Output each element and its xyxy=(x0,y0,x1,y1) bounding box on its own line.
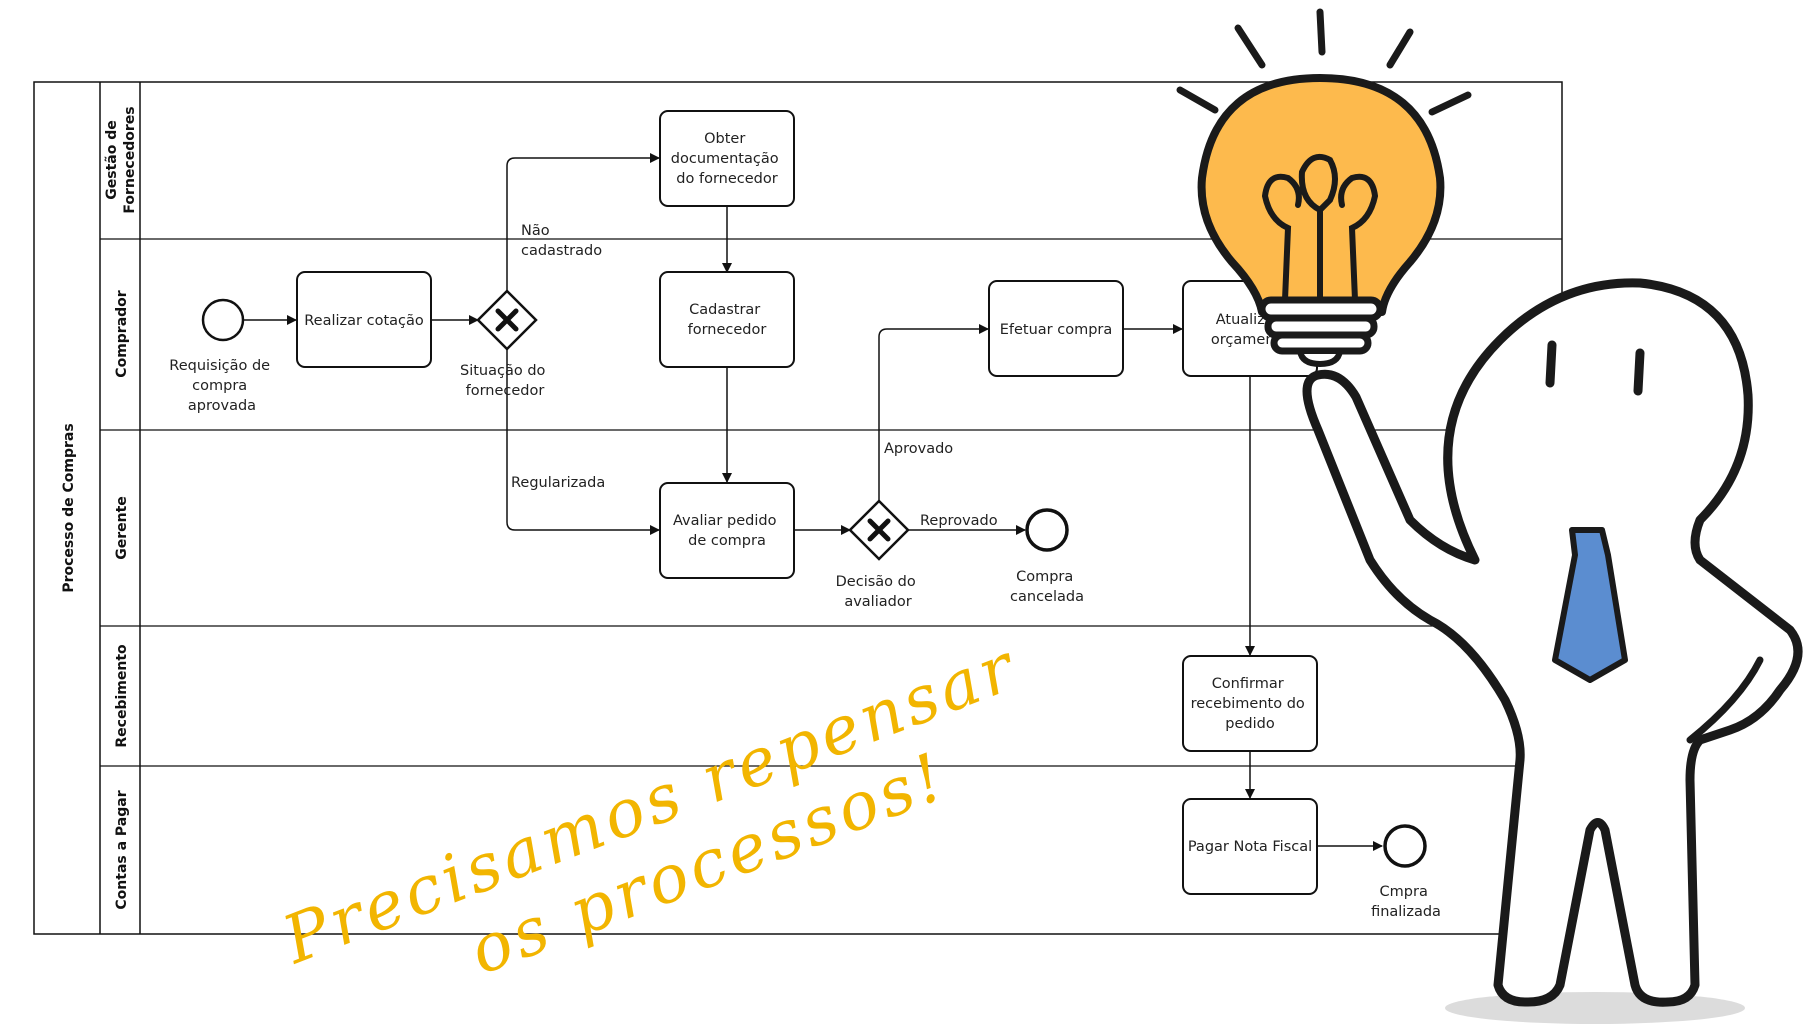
lane-label-comprador: Comprador xyxy=(114,290,130,377)
svg-text:Pagar Nota Fiscal: Pagar Nota Fiscal xyxy=(1188,839,1312,855)
gateway-situacao-label: Situação do fornecedor xyxy=(460,363,550,399)
character-body xyxy=(1302,278,1803,1007)
pool-title: Processo de Compras xyxy=(61,423,77,592)
task-avaliar-pedido[interactable]: Avaliar pedido de compra xyxy=(659,482,795,579)
gateway-decisao-avaliador[interactable] xyxy=(848,499,910,561)
gateway-decisao-label: Decisão do avaliador xyxy=(836,574,921,610)
svg-text:Gestão de: Gestão de xyxy=(104,120,120,199)
svg-text:Avaliar pedido de compra: Avaliar pedido de compra xyxy=(673,513,781,549)
task-confirmar-recebimento[interactable]: Confirmar recebimento do pedido xyxy=(1182,655,1318,752)
character-eye-left xyxy=(1545,340,1557,388)
end-event-cancelada-label: Compra cancelada xyxy=(1010,569,1084,605)
lane-label-gestao-fornecedores: Gestão de Fornecedores xyxy=(104,106,138,213)
sequence-flows xyxy=(242,153,1383,851)
lane-label-contas-a-pagar: Contas a Pagar xyxy=(114,790,130,909)
task-pagar-nota-fiscal[interactable]: Pagar Nota Fiscal xyxy=(1182,798,1318,895)
task-realizar-cotacao[interactable]: Realizar cotação xyxy=(296,271,432,368)
stick-figure-character xyxy=(1302,278,1803,1024)
svg-text:Cadastrar fornecedor: Cadastrar fornecedor xyxy=(688,302,767,338)
svg-text:Realizar cotação: Realizar cotação xyxy=(304,313,424,329)
flow-label-aprovado: Aprovado xyxy=(884,441,953,457)
gateway-situacao-fornecedor[interactable] xyxy=(476,289,538,351)
lane-label-recebimento: Recebimento xyxy=(114,644,130,748)
flow-label-regularizada: Regularizada xyxy=(511,475,605,491)
character-shadow xyxy=(1445,992,1745,1024)
end-event-finalizada-label: Cmpra finalizada xyxy=(1371,884,1441,920)
task-cadastrar-fornecedor[interactable]: Cadastrar fornecedor xyxy=(659,271,795,368)
character-eye-right xyxy=(1633,348,1645,396)
tie-icon xyxy=(1552,527,1628,683)
character-arm-line xyxy=(1686,656,1764,744)
task-obter-documentacao[interactable]: Obter documentação do fornecedor xyxy=(659,110,795,207)
start-event-label: Requisição de compra aprovada xyxy=(169,358,274,414)
svg-text:Fornecedores: Fornecedores xyxy=(122,106,138,213)
start-event[interactable] xyxy=(201,298,245,342)
svg-text:Obter documentação: Obter documentação do fornecedor xyxy=(671,131,783,187)
end-event-compra-finalizada[interactable] xyxy=(1383,824,1427,868)
task-efetuar-compra[interactable]: Efetuar compra xyxy=(988,280,1124,377)
svg-text:Confirmar recebimento do: Confirmar recebimento do pedido xyxy=(1191,676,1310,732)
flow-label-nao-cadastrado: Não cadastrado xyxy=(521,223,602,259)
svg-text:Efetuar compra: Efetuar compra xyxy=(1000,322,1113,338)
light-bulb-icon xyxy=(1176,8,1472,368)
lane-label-gerente: Gerente xyxy=(114,496,130,560)
end-event-compra-cancelada[interactable] xyxy=(1025,508,1069,552)
flow-label-reprovado: Reprovado xyxy=(920,513,998,529)
